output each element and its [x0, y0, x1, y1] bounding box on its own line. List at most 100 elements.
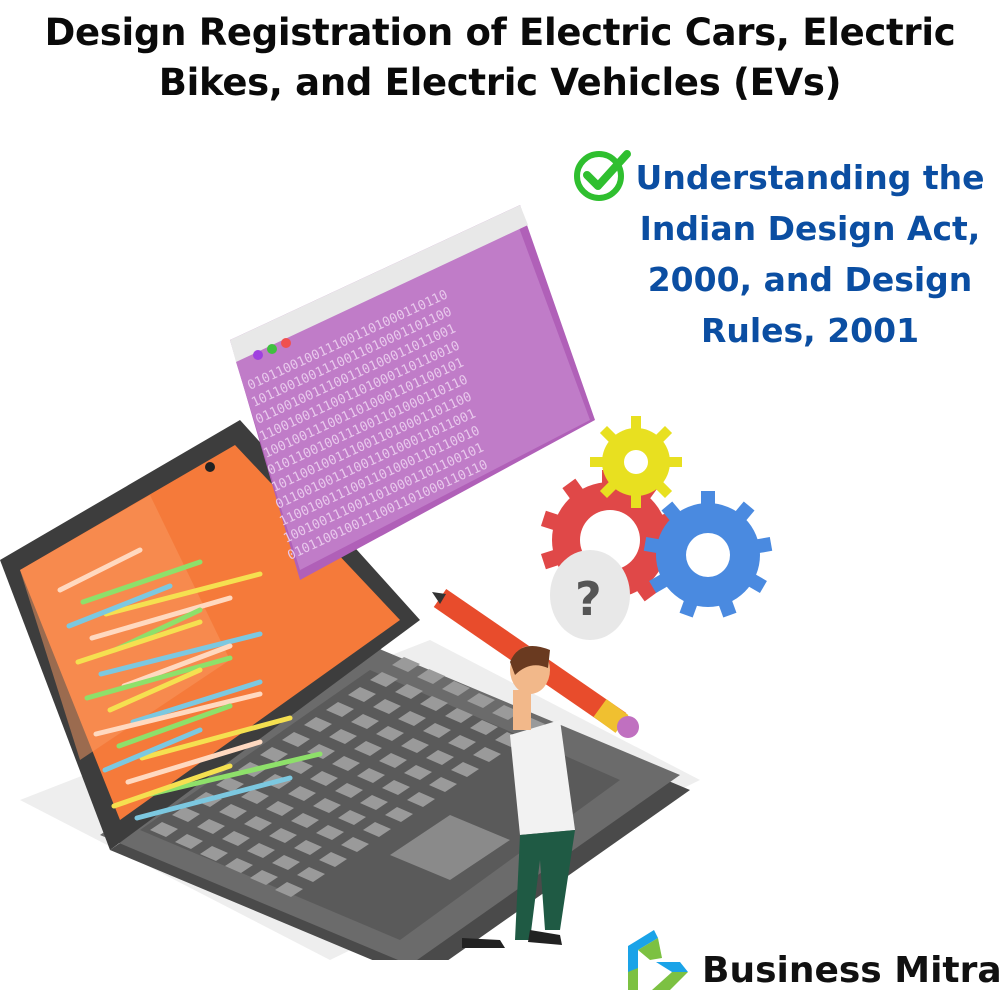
code-line: [125, 739, 263, 785]
keyboard-key: [407, 792, 435, 807]
gear-tooth: [701, 491, 715, 507]
keyboard-key: [247, 843, 275, 858]
gear-tooth: [590, 457, 606, 467]
gear-tooth: [666, 457, 682, 467]
keyboard-key: [385, 807, 413, 822]
keyboard-key: [423, 723, 451, 738]
code-line: [102, 727, 203, 773]
gear-tooth: [562, 478, 585, 502]
check-circle-icon: [574, 150, 631, 201]
keyboard-key: [360, 795, 388, 810]
keyboard-key: [470, 720, 498, 735]
keyboard-key: [404, 765, 432, 780]
code-line: [130, 679, 263, 725]
gear-blue-icon: [643, 491, 773, 618]
gear-tooth: [599, 479, 619, 499]
question-bubble: ?: [550, 550, 630, 640]
gear-tooth: [540, 549, 562, 570]
page-title: Design Registration of Electric Cars, El…: [0, 8, 1000, 108]
gear-tooth: [733, 501, 755, 523]
keyboard-key: [250, 870, 278, 885]
keyboard-key: [197, 819, 225, 834]
keyboard-key: [297, 867, 325, 882]
keyboard-key: [282, 732, 310, 747]
code-window: 0101100100111001101000110110101100100111…: [230, 205, 595, 580]
gear-tooth: [653, 479, 673, 499]
keyboard-key: [351, 714, 379, 729]
keyboard-key: [294, 840, 322, 855]
keyboard-key: [379, 753, 407, 768]
code-line: [57, 547, 143, 593]
webcam: [205, 462, 215, 472]
gear-tooth: [649, 572, 670, 594]
code-line: [75, 619, 203, 665]
keyboard-key: [382, 780, 410, 795]
code-line: [111, 763, 233, 809]
code-line: [98, 631, 263, 677]
keyboard-key: [150, 822, 178, 837]
title-line-1: Design Registration of Electric Cars, El…: [44, 11, 956, 54]
question-mark: ?: [575, 572, 602, 626]
gear-tooth: [754, 536, 773, 554]
title-line-2: Bikes, and Electric Vehicles (EVs): [158, 61, 842, 104]
keyboard-key: [316, 825, 344, 840]
code-line: [107, 667, 203, 713]
laptop-illustration: 0101100100111001101000110110101100100111…: [0, 205, 773, 960]
man-figure: [462, 646, 575, 948]
keyboard-key: [445, 708, 473, 723]
keyboard-key: [395, 684, 423, 699]
keyboard-key: [200, 846, 228, 861]
code-line: [116, 703, 233, 749]
subtitle-line-1: Understanding the: [635, 158, 985, 197]
keyboard-key: [326, 702, 354, 717]
code-line: [84, 655, 233, 701]
code-line: [93, 691, 263, 737]
keyboard-key: [354, 741, 382, 756]
keyboard-key: [244, 816, 272, 831]
keyboard-key: [175, 834, 203, 849]
code-line: [66, 583, 173, 629]
code-lines: [57, 547, 323, 821]
touchpad: [390, 815, 510, 880]
keyboard-key: [225, 858, 253, 873]
brand-name: Business Mitra: [702, 950, 1000, 991]
gear-tooth: [661, 501, 683, 523]
keyboard-key: [341, 837, 369, 852]
keyboard-key: [319, 852, 347, 867]
keyboard-key: [448, 735, 476, 750]
gear-tooth: [653, 425, 673, 445]
code-line: [103, 571, 263, 617]
keyboard-key: [310, 771, 338, 786]
subtitle-line-4: Rules, 2001: [700, 311, 920, 350]
keyboard-key: [467, 693, 495, 708]
keyboard-key: [373, 699, 401, 714]
keyboard-key: [219, 804, 247, 819]
gear-tooth: [540, 510, 562, 531]
keyboard-key: [332, 756, 360, 771]
gear-tooth: [643, 536, 662, 554]
code-line: [134, 775, 293, 821]
code-line: [139, 715, 293, 761]
gear-tooth: [599, 425, 619, 445]
keyboard-key: [451, 762, 479, 777]
keyboard-key: [429, 777, 457, 792]
keyboard-keys: [150, 657, 545, 897]
keyboard-key: [473, 747, 501, 762]
gear-tooth: [679, 597, 699, 618]
keyboard-key: [288, 786, 316, 801]
keyboard-key: [307, 744, 335, 759]
keyboard-key: [260, 747, 288, 762]
keyboard-key: [376, 726, 404, 741]
keyboard-key: [216, 777, 244, 792]
gear-tooth: [717, 597, 737, 618]
keyboard-key: [417, 669, 445, 684]
code-line: [121, 643, 233, 689]
subtitle-line-2: Indian Design Act,: [639, 209, 981, 248]
business-mitra-logo: [628, 930, 688, 990]
keyboard-key: [338, 810, 366, 825]
keyboard-key: [370, 672, 398, 687]
keyboard-key: [426, 750, 454, 765]
keyboard-key: [329, 729, 357, 744]
gear-tooth: [631, 416, 641, 432]
gear-tooth: [746, 572, 767, 594]
